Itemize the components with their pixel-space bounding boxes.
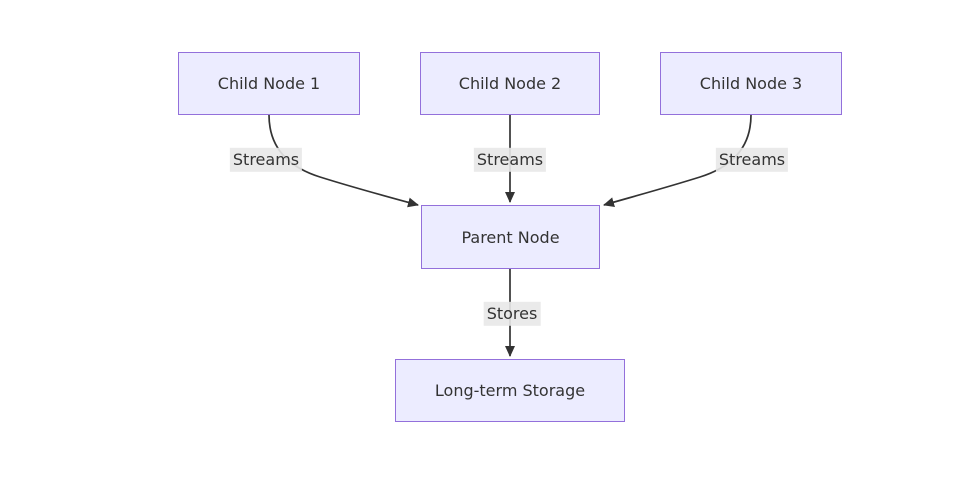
edge-label-streams-1: Streams [229,147,303,173]
node-parent-label: Parent Node [461,227,560,247]
node-child-2-label: Child Node 2 [458,74,562,93]
node-child-3-label: Child Node 3 [699,74,803,93]
node-child-1: Child Node 1 [178,52,360,115]
node-child-2: Child Node 2 [420,52,600,115]
edge-label-streams-2: Streams [473,147,547,173]
node-long-term-storage-label: Long-term Storage [434,381,586,400]
node-long-term-storage: Long-term Storage [395,359,625,422]
node-parent: Parent Node [421,205,600,269]
node-child-1-label: Child Node 1 [217,74,321,93]
edge-label-stores: Stores [483,301,541,327]
edge-label-streams-3: Streams [715,147,789,173]
node-child-3: Child Node 3 [660,52,842,115]
